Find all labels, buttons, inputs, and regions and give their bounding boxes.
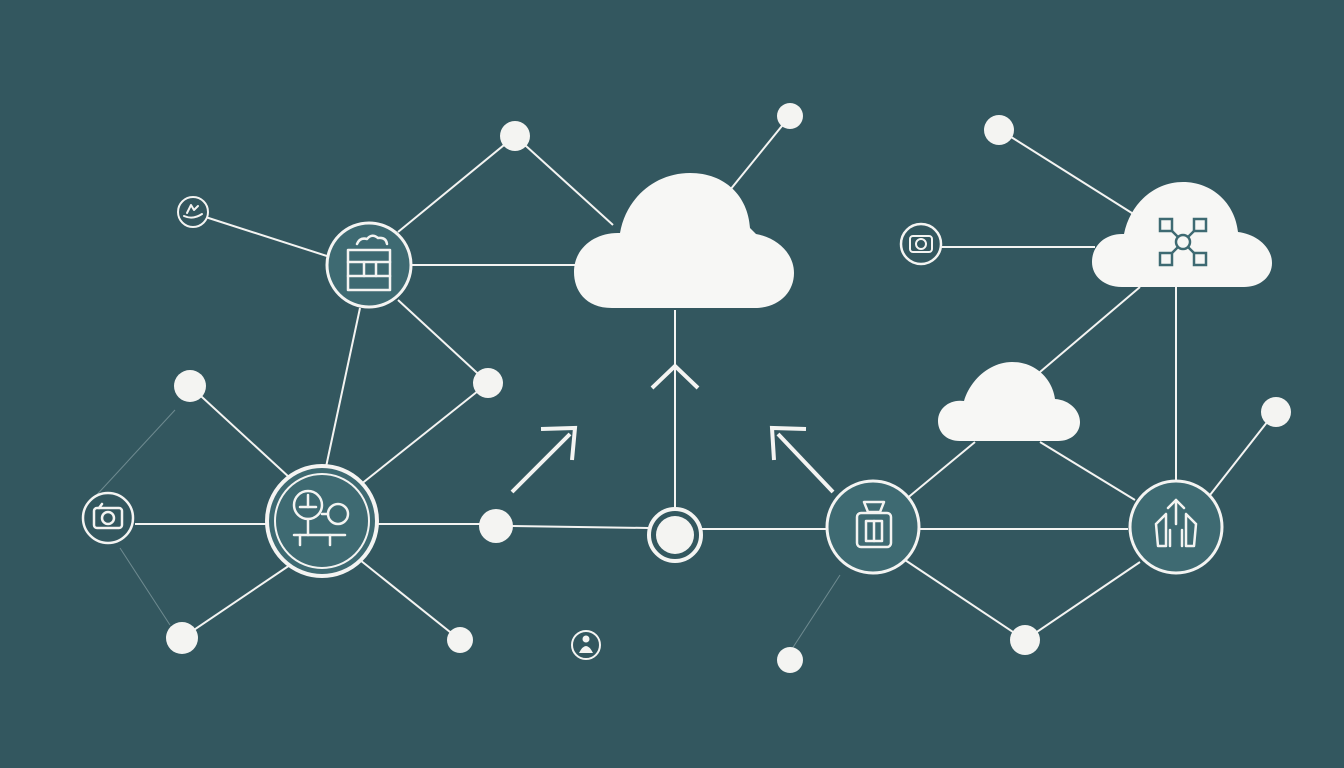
hub-gauge xyxy=(265,464,379,578)
cloud-main xyxy=(574,173,794,308)
user-icon xyxy=(579,635,593,653)
server-rack-icon xyxy=(346,234,392,292)
center-ring xyxy=(647,507,703,563)
hand-settings-icon xyxy=(183,204,203,219)
endpoint-dot xyxy=(479,509,513,543)
upload-icon xyxy=(1154,498,1198,548)
cloud-network xyxy=(1092,182,1272,287)
gauge-network-icon xyxy=(292,489,350,547)
camera-icon xyxy=(909,235,933,253)
small-user xyxy=(571,630,601,660)
endpoint-dot xyxy=(1261,397,1291,427)
small-camera-left xyxy=(81,491,135,545)
endpoint-dot xyxy=(447,627,473,653)
endpoint-dot xyxy=(174,370,206,402)
hub-device xyxy=(825,479,921,575)
endpoint-dot xyxy=(473,368,503,398)
endpoint-dot xyxy=(166,622,198,654)
endpoint-dot xyxy=(777,647,803,673)
arrow-up-left xyxy=(769,425,835,494)
device-icon xyxy=(855,500,893,549)
hub-upload xyxy=(1128,479,1224,575)
cloud-small xyxy=(938,362,1080,441)
camera-icon xyxy=(92,502,124,530)
small-settings xyxy=(177,196,209,228)
small-camera-right xyxy=(899,222,943,266)
hub-server xyxy=(325,221,413,309)
cloud-network-icon xyxy=(1158,217,1208,267)
endpoint-dots xyxy=(166,103,1291,673)
arrow-up xyxy=(650,363,700,390)
endpoint-dot xyxy=(984,115,1014,145)
endpoint-dot xyxy=(500,121,530,151)
endpoint-dot xyxy=(1010,625,1040,655)
endpoint-dot xyxy=(777,103,803,129)
connector-lines xyxy=(91,115,1276,653)
arrow-up-right xyxy=(510,425,578,494)
